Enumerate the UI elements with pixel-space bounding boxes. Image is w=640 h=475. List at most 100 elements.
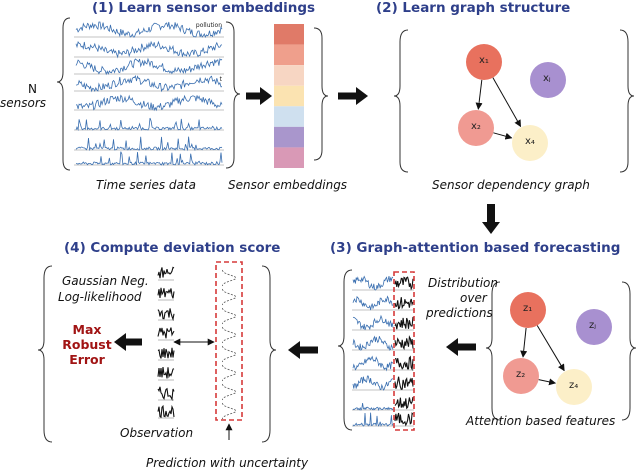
- graph-node-x4: [512, 125, 548, 161]
- time-series-line: [75, 57, 223, 76]
- dependency-graph-caption: Sensor dependency graph: [432, 178, 590, 192]
- forecast-line: [352, 375, 394, 391]
- prediction-box-left: [215, 261, 243, 421]
- time-series-caption: Time series data: [96, 178, 196, 192]
- observation-line: [157, 347, 175, 359]
- forecast-prediction: [394, 276, 414, 291]
- prediction-distribution: [221, 288, 237, 306]
- observation-line: [157, 266, 175, 279]
- plot-label: pollution: [196, 22, 222, 29]
- observation-line: [157, 287, 175, 299]
- observation-line: [157, 404, 175, 419]
- forecast-prediction: [394, 376, 414, 390]
- graph-edge: [538, 378, 557, 386]
- forecast-plots: [352, 275, 414, 427]
- n-label: N: [28, 82, 37, 96]
- embedding-cell: [274, 126, 304, 148]
- forecast-left-brace: [337, 269, 353, 431]
- arrowhead-embeddings-to-graph: [356, 87, 368, 105]
- arrowhead-ts-to-embeddings: [260, 87, 272, 105]
- max-robust-error: Max Robust Error: [62, 322, 112, 367]
- arrowhead-down: [482, 222, 500, 234]
- node-label-xj: xⱼ: [543, 73, 551, 84]
- gaussian-line2: Log-likelihood: [58, 290, 142, 304]
- step1-title: (1) Learn sensor embeddings: [92, 0, 316, 16]
- forecast-line: [352, 314, 394, 331]
- forecast-prediction: [394, 412, 414, 427]
- observation-line: [157, 386, 175, 402]
- prediction-distribution: [221, 345, 237, 363]
- observation-strips: [157, 266, 175, 419]
- embedding-cell: [274, 85, 304, 107]
- forecast-prediction: [394, 297, 414, 310]
- prediction-distribution: [221, 269, 237, 287]
- forecast-line: [352, 412, 394, 427]
- graph-right-brace: [619, 29, 635, 173]
- observation-line: [157, 327, 175, 339]
- embedding-cell: [274, 106, 304, 127]
- observation-line: [157, 308, 175, 322]
- forecast-line: [352, 402, 394, 411]
- plot-label: t: [220, 76, 223, 83]
- max-robust-line1: Max: [72, 322, 102, 337]
- max-robust-line3: Error: [69, 352, 105, 367]
- time-series-line: [75, 94, 223, 112]
- forecast-prediction: [394, 335, 414, 351]
- step3-title: (3) Graph-attention based forecasting: [330, 240, 621, 256]
- node-label-x2: x₂: [471, 121, 481, 132]
- graph-node-zj: [576, 309, 612, 345]
- graph-node-x1: [466, 44, 502, 80]
- right-brace: [225, 21, 241, 169]
- prediction-curves: [221, 269, 237, 420]
- graph-node-z4: [556, 369, 592, 405]
- sensors-label: sensors: [0, 96, 47, 110]
- prediction-distribution: [221, 383, 237, 401]
- features-right-brace: [621, 281, 637, 421]
- forecast-prediction: [395, 355, 414, 372]
- time-series-line: [75, 21, 223, 39]
- graph-node-z1: [510, 292, 546, 328]
- forecast-line: [352, 335, 394, 352]
- distribution-line1: Distribution: [428, 276, 499, 290]
- graph-node-x2: [458, 110, 494, 146]
- forecast-line: [352, 275, 394, 291]
- forecast-prediction: [394, 316, 414, 330]
- gaussian-line1: Gaussian Neg.: [62, 274, 149, 288]
- embedding-cell: [274, 147, 304, 168]
- features-left-brace: [485, 281, 501, 421]
- distribution-line3: predictions: [426, 306, 493, 320]
- graph-edge: [536, 325, 565, 372]
- prediction-uncertainty-caption: Prediction with uncertainty: [146, 456, 309, 470]
- forecast-line: [352, 355, 394, 372]
- time-series-line: [75, 151, 223, 166]
- graph-node-z2: [503, 358, 539, 394]
- embedding-cell: [274, 24, 304, 45]
- arrowhead-to-max-robust: [114, 333, 126, 351]
- attention-graph: [503, 292, 612, 405]
- node-label-z2: z₂: [516, 369, 526, 380]
- node-label-x1: x₁: [479, 55, 489, 66]
- node-label-zj: zⱼ: [589, 320, 596, 331]
- forecast-prediction: [394, 396, 414, 410]
- arrowhead-forecast-to-deviation: [288, 341, 300, 359]
- graph-left-brace: [393, 29, 409, 173]
- graph-edge: [520, 327, 528, 358]
- time-series-line: [75, 74, 223, 93]
- embedding-cell: [274, 65, 304, 86]
- prediction-distribution: [221, 402, 237, 420]
- step2-title: (2) Learn graph structure: [376, 0, 571, 16]
- graph-edge: [493, 132, 513, 140]
- embedding-brace: [313, 27, 329, 161]
- deviation-left-brace: [37, 265, 53, 443]
- sensor-graph: [458, 44, 566, 161]
- embedding-column: [274, 24, 304, 168]
- time-series-plots: pollution t: [74, 21, 224, 166]
- node-label-x4: x₄: [525, 136, 535, 147]
- node-label-z1: z₁: [523, 303, 533, 314]
- graph-edge: [492, 77, 522, 128]
- attention-features-caption: Attention based features: [466, 414, 616, 428]
- distribution-line2: over: [460, 291, 487, 305]
- time-series-line: [75, 117, 223, 132]
- time-series-line: [75, 40, 223, 59]
